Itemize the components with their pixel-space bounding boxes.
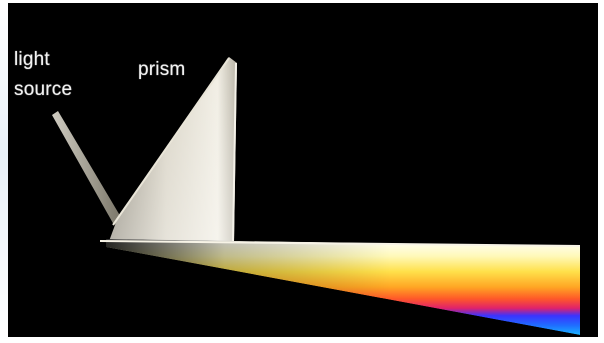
prism-highlight (108, 57, 237, 244)
prism-photo: light source prism (8, 3, 598, 337)
prism-label: prism (138, 59, 185, 80)
light-source-label-line2: source (14, 79, 72, 100)
incoming-light-beam (52, 111, 122, 225)
left-border (0, 0, 8, 343)
light-source-label-line1: light (14, 49, 50, 70)
spectrum-beam (106, 239, 580, 335)
prism-scene (8, 3, 598, 337)
